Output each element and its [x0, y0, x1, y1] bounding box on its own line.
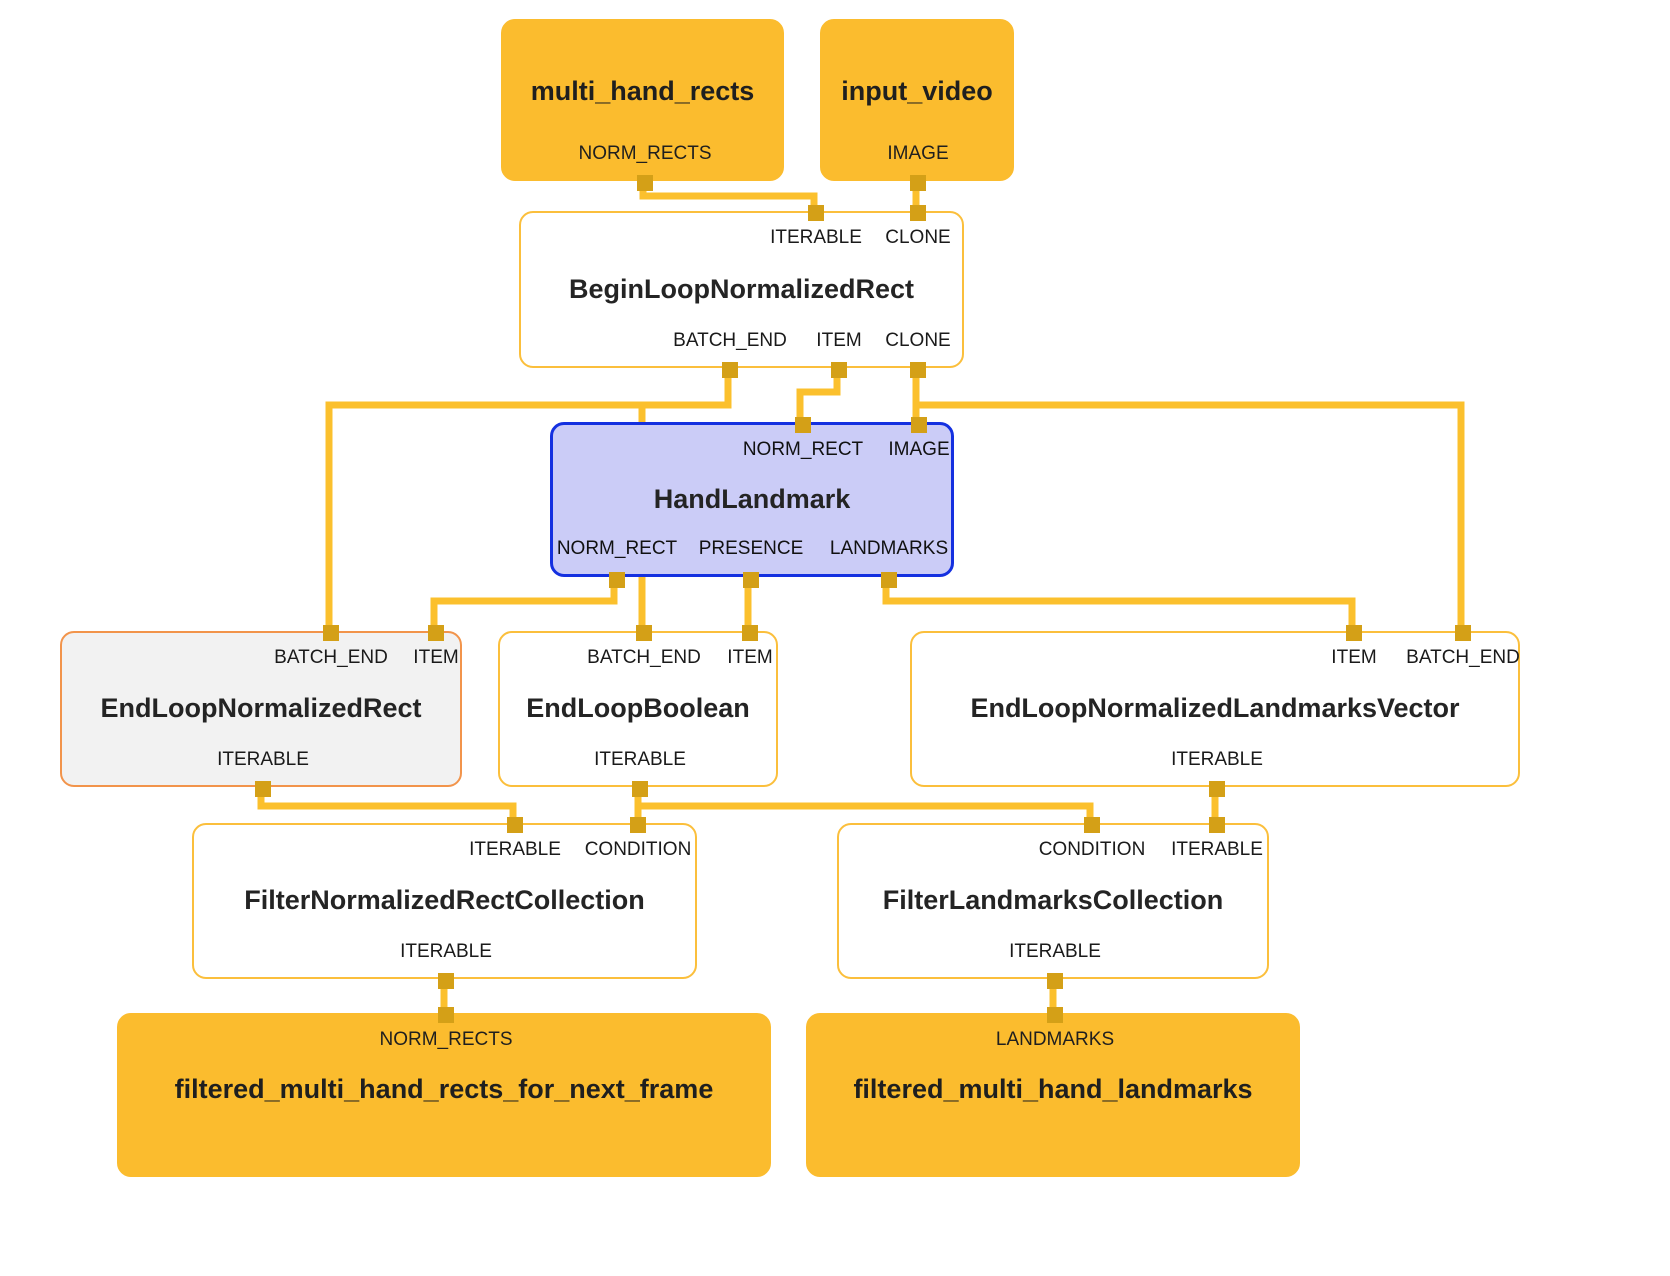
output-port-landmarks[interactable]: [881, 572, 897, 588]
input-port-label-landmarks: LANDMARKS: [995, 1029, 1115, 1050]
graph-node-FilterLandmarksCollection[interactable]: FilterLandmarksCollection CONDITION ITERAB…: [837, 817, 1269, 989]
output-port-label-presence: PRESENCE: [698, 538, 804, 559]
graph-node-filtered_multi_hand_landmarks[interactable]: filtered_multi_hand_landmarks LANDMARKS: [806, 1007, 1300, 1177]
input-port-image[interactable]: [911, 417, 927, 433]
input-port-norm_rects[interactable]: [438, 1007, 454, 1023]
output-port-label-iterable: ITERABLE: [1171, 749, 1263, 770]
output-port-label-item: ITEM: [816, 330, 862, 351]
output-port-label-image: IMAGE: [887, 143, 949, 164]
input-port-label-batch_end: BATCH_END: [274, 647, 388, 668]
input-port-label-iterable: ITERABLE: [770, 227, 862, 248]
node-title: multi_hand_rects: [530, 76, 755, 106]
input-port-iterable[interactable]: [1209, 817, 1225, 833]
node-title: EndLoopBoolean: [526, 693, 750, 723]
output-port-iterable[interactable]: [1047, 973, 1063, 989]
node-title: input_video: [841, 76, 993, 106]
output-port-label-clone: CLONE: [885, 330, 951, 351]
input-port-iterable[interactable]: [808, 205, 824, 221]
input-port-label-norm_rects: NORM_RECTS: [379, 1029, 513, 1050]
graph-node-EndLoopNormalizedRect[interactable]: EndLoopNormalizedRect BATCH_END ITEM ITERAB…: [60, 625, 462, 797]
output-port-item[interactable]: [831, 362, 847, 378]
input-port-batch_end[interactable]: [636, 625, 652, 641]
output-port-label-iterable: ITERABLE: [400, 941, 492, 962]
graph-edge: [430, 577, 618, 631]
input-port-label-item: ITEM: [413, 647, 459, 668]
graph-edge: [912, 368, 1465, 631]
node-title: filtered_multi_hand_landmarks: [853, 1074, 1253, 1104]
input-port-item[interactable]: [1346, 625, 1362, 641]
output-port-clone[interactable]: [910, 362, 926, 378]
output-port-label-norm_rect: NORM_RECT: [556, 538, 678, 559]
node-title: HandLandmark: [653, 484, 851, 514]
output-port-norm_rects[interactable]: [637, 175, 653, 191]
output-port-label-norm_rects: NORM_RECTS: [578, 143, 712, 164]
input-port-clone[interactable]: [910, 205, 926, 221]
output-port-iterable[interactable]: [1209, 781, 1225, 797]
input-port-label-iterable: ITERABLE: [469, 839, 561, 860]
input-port-label-clone: CLONE: [885, 227, 951, 248]
output-port-image[interactable]: [910, 175, 926, 191]
input-port-iterable[interactable]: [507, 817, 523, 833]
node-title: FilterNormalizedRectCollection: [244, 885, 645, 915]
input-port-label-condition: CONDITION: [1038, 839, 1146, 860]
input-port-label-item: ITEM: [1331, 647, 1377, 668]
graph-edge: [882, 577, 1356, 631]
input-port-label-norm_rect: NORM_RECT: [742, 439, 864, 460]
input-port-landmarks[interactable]: [1047, 1007, 1063, 1023]
input-port-condition[interactable]: [630, 817, 646, 833]
output-port-label-landmarks: LANDMARKS: [829, 538, 949, 559]
graph-edge: [638, 802, 1094, 823]
output-port-iterable[interactable]: [632, 781, 648, 797]
output-port-label-iterable: ITERABLE: [594, 749, 686, 770]
output-port-norm_rect[interactable]: [609, 572, 625, 588]
output-port-batch_end[interactable]: [722, 362, 738, 378]
input-port-batch_end[interactable]: [1455, 625, 1471, 641]
output-port-label-iterable: ITERABLE: [1009, 941, 1101, 962]
graph-node-EndLoopNormalizedLandmarksVector[interactable]: EndLoopNormalizedLandmarksVector ITEM BATC…: [910, 625, 1520, 797]
input-port-norm_rect[interactable]: [795, 417, 811, 433]
node-title: BeginLoopNormalizedRect: [568, 274, 915, 304]
input-port-label-item: ITEM: [727, 647, 773, 668]
node-title: FilterLandmarksCollection: [882, 885, 1224, 915]
node-title: EndLoopNormalizedRect: [100, 693, 422, 723]
node-title: filtered_multi_hand_rects_for_next_frame: [174, 1074, 714, 1104]
graph-node-filtered_multi_hand_rects_for_next_frame[interactable]: filtered_multi_hand_rects_for_next_frame…: [117, 1007, 771, 1177]
input-port-label-condition: CONDITION: [584, 839, 692, 860]
output-port-presence[interactable]: [743, 572, 759, 588]
output-port-iterable[interactable]: [438, 973, 454, 989]
input-port-label-iterable: ITERABLE: [1171, 839, 1263, 860]
input-port-item[interactable]: [428, 625, 444, 641]
graph-node-EndLoopBoolean[interactable]: EndLoopBoolean BATCH_END ITEM ITERABLE: [498, 625, 778, 797]
graph-edge: [257, 787, 517, 823]
input-port-label-batch_end: BATCH_END: [587, 647, 701, 668]
output-port-label-iterable: ITERABLE: [217, 749, 309, 770]
input-port-batch_end[interactable]: [323, 625, 339, 641]
input-port-condition[interactable]: [1084, 817, 1100, 833]
input-port-label-batch_end: BATCH_END: [1406, 647, 1520, 668]
input-port-label-image: IMAGE: [888, 439, 950, 460]
graph-node-BeginLoopNormalizedRect[interactable]: BeginLoopNormalizedRect ITERABLE CLONE BATC…: [519, 205, 964, 378]
graph-edge: [639, 181, 818, 211]
output-port-iterable[interactable]: [255, 781, 271, 797]
output-port-label-batch_end: BATCH_END: [673, 330, 787, 351]
node-title: EndLoopNormalizedLandmarksVector: [970, 693, 1460, 723]
input-port-item[interactable]: [742, 625, 758, 641]
